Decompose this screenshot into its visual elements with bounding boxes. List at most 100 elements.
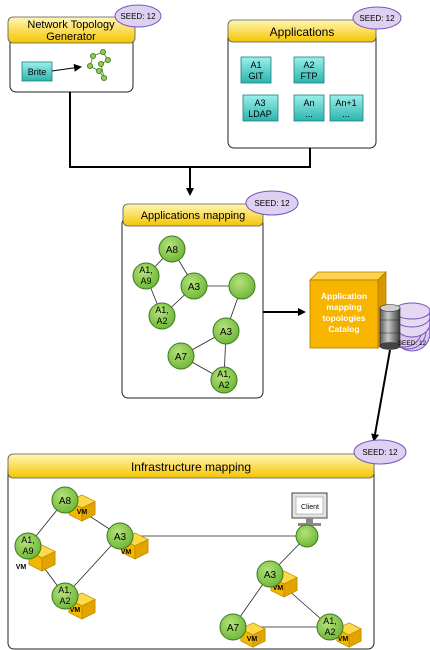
app-node: A1, A2 <box>148 302 176 330</box>
vm-cube-icon: VM <box>16 544 56 572</box>
node-label: A7 <box>227 623 240 634</box>
app-node: A7 <box>167 342 195 370</box>
app-box-a3: A3 LDAP <box>242 94 279 122</box>
seed-label-generator: SEED: 12 <box>120 12 156 21</box>
catalog-section: Application mapping topologies Catalog S… <box>309 271 430 352</box>
app-box-a2: A2 FTP <box>293 56 325 84</box>
node-sublabel: A2 <box>218 380 229 390</box>
app-node: A8 <box>158 235 186 263</box>
catalog-label-line1: Application <box>321 291 367 301</box>
applications-title: Applications <box>270 25 335 39</box>
infra-node: A1, A9 <box>14 532 42 560</box>
vm-cube-icon: VM <box>121 532 149 560</box>
app-box-a1: A1 GIT <box>240 56 272 84</box>
node-sublabel: A2 <box>59 596 70 606</box>
app-sublabel: ... <box>305 109 313 119</box>
node-label: A3 <box>188 282 201 293</box>
app-box-an1: An+1 ... <box>329 94 364 122</box>
catalog-box <box>309 279 379 349</box>
node-label: A1, <box>217 369 231 379</box>
app-sublabel: ... <box>342 109 350 119</box>
app-node <box>228 272 256 300</box>
infrastructure-mapping-title: Infrastructure mapping <box>131 460 251 474</box>
topology-generator-title-line2: Generator <box>46 31 96 43</box>
node-label: A8 <box>59 496 72 507</box>
node-sublabel: A2 <box>324 627 335 637</box>
merge-connectors <box>69 92 311 196</box>
infra-node: A1, A2 <box>316 613 344 641</box>
seed-badge-infra: SEED: 12 <box>353 439 407 465</box>
vm-cube-icon: VM <box>270 570 298 598</box>
network-graph-icon <box>87 49 112 82</box>
app-label: An+1 <box>335 98 356 108</box>
infra-node-client <box>295 524 319 548</box>
vm-cube-icon: VM <box>336 622 362 648</box>
vm-label: VM <box>70 607 81 614</box>
app-label: A3 <box>254 98 265 108</box>
vm-label: VM <box>273 585 284 592</box>
node-label: A1, <box>155 305 169 315</box>
node-label: A7 <box>175 352 188 363</box>
brite-arrow <box>51 63 82 72</box>
node-sublabel: A9 <box>22 546 33 556</box>
database-stack-icon <box>379 304 401 350</box>
infrastructure-mapping-header <box>7 453 375 479</box>
app-sublabel: FTP <box>301 71 318 81</box>
app-label: A1 <box>250 60 261 70</box>
vm-label: VM <box>77 509 88 516</box>
vm-cube-icon: VM <box>240 622 266 648</box>
node-label: A1, <box>58 585 72 595</box>
node-label: A3 <box>264 570 277 581</box>
infra-node: A8 <box>51 486 79 514</box>
catalog-label-line3: topologies <box>323 313 366 323</box>
topology-generator-title-line1: Network Topology <box>27 19 115 31</box>
node-label: A3 <box>114 532 127 543</box>
seed-label-applications: SEED: 12 <box>359 14 395 23</box>
app-label: An <box>303 98 314 108</box>
vm-label: VM <box>16 564 27 571</box>
client-label: Client <box>301 504 319 511</box>
app-node: A1, A2 <box>210 366 238 394</box>
vm-label: VM <box>247 636 258 643</box>
vm-label: VM <box>338 636 349 643</box>
vm-label: VM <box>121 549 132 556</box>
arrow-to-infrastructure <box>371 349 391 442</box>
brite-box <box>21 61 53 82</box>
database-seed-label: SEED: 12 <box>398 340 427 347</box>
vm-cube-icon: VM <box>68 592 96 620</box>
applications-mapping-title: Applications mapping <box>141 210 246 222</box>
seed-badge-generator: SEED: 12 <box>114 4 162 28</box>
infra-node: A1, A2 <box>51 582 79 610</box>
applications-header <box>227 19 377 43</box>
topology-generator-section: Network Topology Generator SEED: 12 Brit… <box>7 4 162 93</box>
seed-badge-applications: SEED: 12 <box>352 6 402 30</box>
app-node: A1, A9 <box>132 262 160 290</box>
seed-label-apps-mapping: SEED: 12 <box>254 199 290 208</box>
vm-cube-icon: VM <box>68 494 96 522</box>
applications-mapping-header <box>122 203 264 227</box>
app-node: A3 <box>212 317 240 345</box>
brite-label: Brite <box>28 67 47 77</box>
monitor-icon: Client <box>291 492 328 526</box>
seed-label-infra: SEED: 12 <box>362 448 398 457</box>
node-label: A1, <box>21 535 35 545</box>
infra-node: A3 <box>256 560 284 588</box>
infra-node: A7 <box>219 613 247 641</box>
app-sublabel: GIT <box>249 71 265 81</box>
node-sublabel: A9 <box>140 276 151 286</box>
applications-section: Applications SEED: 12 A1 GIT A2 FTP A3 L… <box>227 6 402 149</box>
node-label: A8 <box>166 245 179 256</box>
app-sublabel: LDAP <box>248 109 272 119</box>
app-label: A2 <box>303 60 314 70</box>
app-node: A3 <box>180 272 208 300</box>
topology-generator-header <box>7 16 136 44</box>
catalog-label-line4: Catalog <box>328 324 359 334</box>
node-label: A1, <box>323 616 337 626</box>
infrastructure-mapping-section: Infrastructure mapping SEED: 12 VM VM <box>7 439 407 650</box>
node-sublabel: A2 <box>156 316 167 326</box>
node-label: A3 <box>220 327 233 338</box>
app-box-an: An ... <box>293 94 325 122</box>
node-label: A1, <box>139 265 153 275</box>
catalog-label-line2: mapping <box>326 302 361 312</box>
